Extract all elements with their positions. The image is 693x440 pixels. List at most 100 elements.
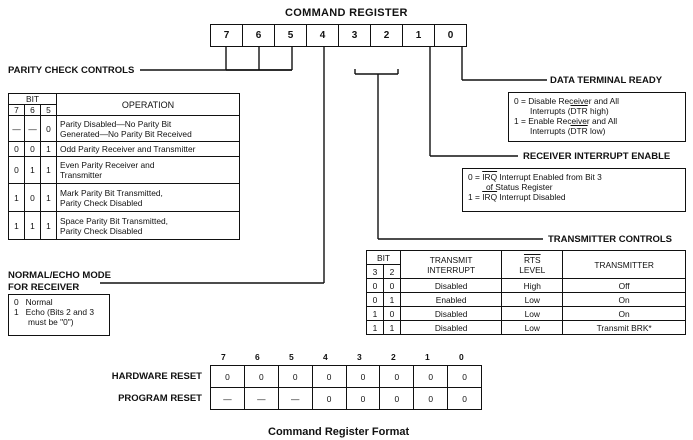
tx-tx-header: TRANSMITTER xyxy=(562,250,686,279)
register-bit-3: 3 xyxy=(338,24,371,47)
cell: 0 xyxy=(345,387,381,410)
table-row: 1 0 Disabled Low On xyxy=(366,306,686,321)
dtr-line: Interrupts (DTR high) xyxy=(530,106,609,117)
cell: Mark Parity Bit Transmitted,Parity Check… xyxy=(56,183,240,212)
cell: 0 xyxy=(413,365,449,388)
cell: 1 xyxy=(383,292,401,307)
table-row: 0 1 Enabled Low On xyxy=(366,292,686,307)
cell: 0 xyxy=(366,278,384,293)
cell: 0 xyxy=(8,156,25,184)
cell: 1 xyxy=(40,183,57,212)
echo-header-line: NORMAL/ECHO MODE xyxy=(8,270,111,281)
tx-header: TRANSMITTER CONTROLS xyxy=(548,234,673,245)
register-bit-1: 1 xyxy=(402,24,435,47)
cell: Disabled xyxy=(399,278,503,293)
cell: 0 xyxy=(447,387,482,410)
dtr-line: 0 = Disable Receiver and All xyxy=(514,96,619,106)
cell: 0 xyxy=(277,365,313,388)
table-row: 0 0 0 0 0 0 0 0 xyxy=(210,365,482,388)
tx-col-3: 3 xyxy=(366,264,384,279)
echo-header: NORMAL/ECHO MODE FOR RECEIVER xyxy=(8,270,111,294)
cell: 1 xyxy=(40,141,57,157)
cell: 0 xyxy=(210,365,245,388)
op-line: Generated—No Parity Bit Received xyxy=(60,128,192,139)
register-bit-4: 4 xyxy=(306,24,339,47)
echo-header-line: FOR RECEIVER xyxy=(8,282,80,293)
cell: Off xyxy=(562,278,686,293)
echo-line: must be "0") xyxy=(28,317,74,328)
cell: 0 xyxy=(243,365,279,388)
cell: 1 xyxy=(24,156,41,184)
cell: 1 xyxy=(8,211,25,240)
op-line: Parity Check Disabled xyxy=(60,225,143,236)
dtr-line: 1 = Enable Receiver and All xyxy=(514,116,618,127)
parity-header: PARITY CHECK CONTROLS xyxy=(8,65,135,76)
dtr-line: Interrupts (DTR low) xyxy=(530,126,606,137)
rie-line: of Status Register xyxy=(486,182,553,193)
parity-bit-label: BIT xyxy=(8,93,57,105)
table-row: 0 0 Disabled High Off xyxy=(366,278,686,293)
parity-col-7: 7 xyxy=(8,104,25,116)
cell: 1 xyxy=(24,211,41,240)
cell: 0 xyxy=(345,365,381,388)
op-line: Parity Check Disabled xyxy=(60,197,143,208)
reset-bit-label: 4 xyxy=(323,352,328,362)
cell: 1 xyxy=(383,320,401,335)
cell: 0 xyxy=(366,292,384,307)
cell: Disabled xyxy=(399,306,503,321)
reset-table: 0 0 0 0 0 0 0 0 — — — 0 0 0 0 0 xyxy=(210,365,482,410)
cell: Low xyxy=(501,292,564,307)
cell: 0 xyxy=(311,365,347,388)
cell: — xyxy=(277,387,313,410)
table-row: 1 1 Disabled Low Transmit BRK* xyxy=(366,320,686,335)
cell: 0 xyxy=(383,306,401,321)
reset-bit-label: 0 xyxy=(459,352,464,362)
cell: Transmit BRK* xyxy=(562,320,686,335)
rie-line: 1 = IRQ Interrupt Disabled xyxy=(468,192,566,203)
cell: Space Parity Bit Transmitted,Parity Chec… xyxy=(56,211,240,240)
rie-description: 0 = IRQ Interrupt Enabled from Bit 3 of … xyxy=(462,168,686,212)
parity-col-6: 6 xyxy=(24,104,41,116)
cell: Odd Parity Receiver and Transmitter xyxy=(56,141,240,157)
op-line: Even Parity Receiver and xyxy=(60,160,155,170)
op-line: Space Parity Bit Transmitted, xyxy=(60,215,168,226)
reset-bit-label: 3 xyxy=(357,352,362,362)
cell: Enabled xyxy=(399,292,503,307)
cell: 1 xyxy=(8,183,25,212)
cell: 0 xyxy=(24,183,41,212)
rie-line: 0 = IRQ Interrupt Enabled from Bit 3 xyxy=(468,172,602,182)
parity-op-header: OPERATION xyxy=(56,93,240,116)
cell: 0 xyxy=(311,387,347,410)
register-bit-7: 7 xyxy=(210,24,243,47)
reset-bit-numbers: 7 6 5 4 3 2 1 0 xyxy=(210,352,482,364)
echo-line: 0 Normal xyxy=(14,297,53,307)
cell: 0 xyxy=(379,387,415,410)
figure-caption: Command Register Format xyxy=(268,426,410,438)
register-bit-2: 2 xyxy=(370,24,403,47)
table-row: 1 0 1 Mark Parity Bit Transmitted,Parity… xyxy=(8,183,240,212)
dtr-header: DATA TERMINAL READY xyxy=(550,75,663,86)
parity-col-5: 5 xyxy=(40,104,57,116)
reset-bit-label: 1 xyxy=(425,352,430,362)
register-bit-5: 5 xyxy=(274,24,307,47)
cell: High xyxy=(501,278,564,293)
parity-table: BIT OPERATION 7 6 5 — — 0 Parity Disable… xyxy=(8,93,240,240)
table-row: 0 0 1 Odd Parity Receiver and Transmitte… xyxy=(8,141,240,157)
tx-bit-label: BIT xyxy=(366,250,401,265)
hardware-reset-label: HARDWARE RESET xyxy=(111,371,202,382)
cell: — xyxy=(243,387,279,410)
op-line: Parity Disabled—No Parity Bit xyxy=(60,118,172,129)
cell: 0 xyxy=(8,141,25,157)
cell: On xyxy=(562,306,686,321)
tx-col-2: 2 xyxy=(383,264,401,279)
reset-bit-label: 7 xyxy=(221,352,226,362)
table-row: — — — 0 0 0 0 0 xyxy=(210,387,482,410)
diagram-title: COMMAND REGISTER xyxy=(285,7,408,19)
cell: 1 xyxy=(40,211,57,240)
